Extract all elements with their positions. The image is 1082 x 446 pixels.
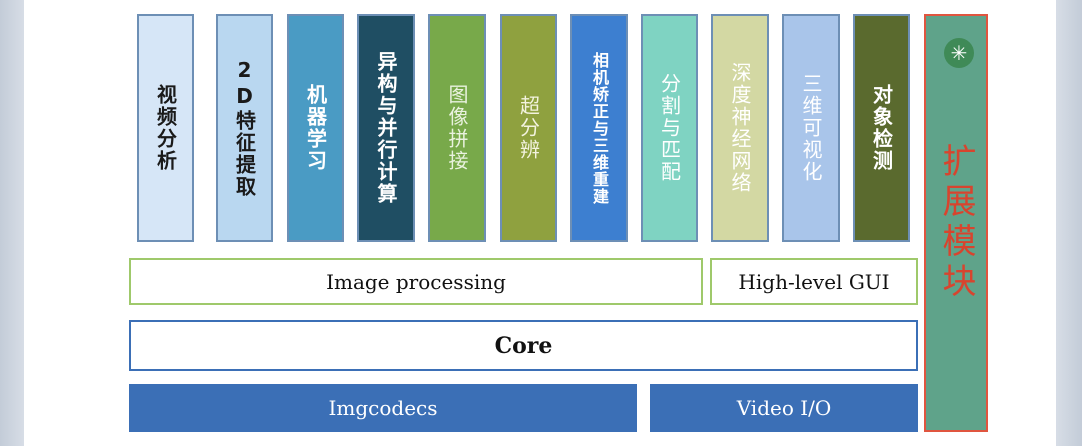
module-column-label: 超分辨 (516, 95, 541, 161)
module-column-1: 视频分析 (137, 14, 194, 242)
module-column-label: 三维可视化 (799, 73, 823, 183)
module-column-label: 机器学习 (303, 84, 328, 172)
module-column-11: 对象检测 (853, 14, 910, 242)
imgcodecs-label: Imgcodecs (328, 396, 438, 420)
module-column-label: 深度神经网络 (728, 62, 752, 194)
slide-right-margin (1056, 0, 1082, 446)
module-column-2: 2D特征提取 (216, 14, 273, 242)
high-level-gui-label: High-level GUI (738, 269, 890, 294)
module-column-label: 对象检测 (869, 84, 894, 172)
module-column-7: 相机矫正与三维重建 (570, 14, 628, 242)
module-column-6: 超分辨 (500, 14, 557, 242)
module-column-label: 分割与匹配 (657, 73, 682, 183)
video-io-label: Video I/O (736, 396, 832, 420)
video-io-bar: Video I/O (650, 384, 918, 432)
module-column-5: 图像拼接 (428, 14, 486, 242)
high-level-gui-bar: High-level GUI (710, 258, 918, 305)
module-column-label: 2D特征提取 (232, 58, 257, 198)
image-processing-label: Image processing (326, 269, 506, 294)
extension-module-label: 扩展模块 (936, 143, 976, 303)
core-bar: Core (129, 320, 918, 371)
module-column-label: 视频分析 (153, 84, 178, 172)
slide-left-margin (0, 0, 24, 446)
module-column-label: 相机矫正与三维重建 (590, 51, 609, 205)
module-column-10: 三维可视化 (782, 14, 840, 242)
module-column-label: 异构与并行计算 (374, 51, 398, 205)
imgcodecs-bar: Imgcodecs (129, 384, 637, 432)
mouse-cursor-icon: ✳ (944, 38, 974, 68)
module-column-8: 分割与匹配 (641, 14, 698, 242)
module-column-4: 异构与并行计算 (357, 14, 415, 242)
module-column-label: 图像拼接 (445, 84, 469, 172)
module-column-3: 机器学习 (287, 14, 344, 242)
core-label: Core (494, 332, 553, 359)
extension-module-block: 扩展模块 (924, 14, 988, 432)
image-processing-bar: Image processing (129, 258, 703, 305)
module-column-9: 深度神经网络 (711, 14, 769, 242)
